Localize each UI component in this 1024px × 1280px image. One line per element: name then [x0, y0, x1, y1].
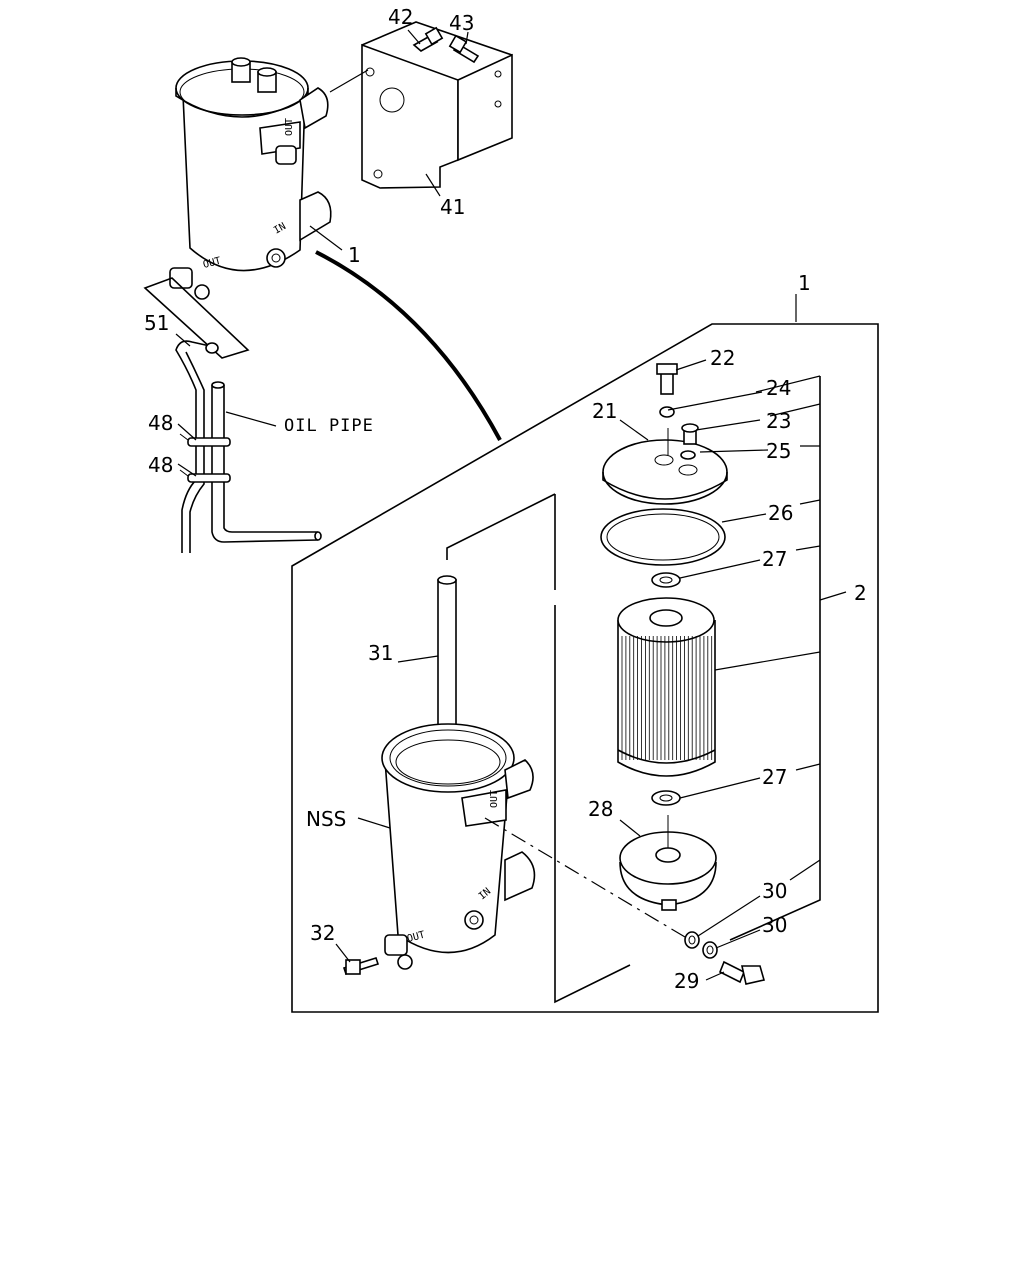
label-43: 43	[449, 11, 474, 35]
label-1-group: 1	[798, 271, 811, 295]
oil-pipe-label: OIL PIPE	[284, 416, 374, 436]
label-22: 22	[710, 346, 735, 370]
label-21: 21	[592, 399, 617, 423]
assembled-filter: OUT IN OUT	[143, 57, 332, 359]
washer-27-upper	[651, 572, 681, 588]
bottom-plate	[619, 815, 717, 911]
leader-lines	[175, 29, 847, 981]
label-25: 25	[766, 439, 791, 463]
out-label-top: OUT	[284, 118, 295, 136]
label-30-b: 30	[762, 913, 787, 937]
label-26: 26	[768, 501, 793, 525]
bolt-32	[342, 957, 380, 975]
label-29: 29	[674, 969, 699, 993]
washer-27-lower	[651, 790, 681, 806]
o-ring	[600, 508, 726, 566]
nss-label: NSS	[306, 807, 346, 831]
exploded-view-frame	[291, 323, 879, 1013]
label-30-a: 30	[762, 879, 787, 903]
out-label-housing: OUT	[489, 790, 500, 808]
label-27-upper: 27	[762, 547, 787, 571]
label-51: 51	[144, 311, 169, 335]
washer-30-a	[684, 931, 700, 949]
bolt-42	[412, 26, 444, 52]
label-28: 28	[588, 797, 613, 821]
filter-housing: OUT IN OUT	[381, 723, 536, 970]
label-41: 41	[440, 195, 465, 219]
label-24: 24	[766, 376, 791, 400]
label-48-a: 48	[148, 411, 173, 435]
label-31: 31	[368, 641, 393, 665]
label-23: 23	[766, 409, 791, 433]
in-label-top: IN	[272, 221, 288, 237]
label-42: 42	[388, 5, 413, 29]
out-label-bottom: OUT	[202, 256, 222, 271]
label-2: 2	[854, 581, 867, 605]
hose-assembly	[175, 340, 322, 553]
label-27-lower: 27	[762, 765, 787, 789]
label-48-b: 48	[148, 453, 173, 477]
drain-bolt	[718, 960, 766, 985]
label-32: 32	[310, 921, 335, 945]
label-1-top: 1	[348, 243, 361, 267]
filter-element	[617, 597, 716, 777]
cover-assembly	[602, 363, 728, 505]
out-label-housing-bottom: OUT	[406, 930, 426, 945]
reference-curve	[315, 250, 502, 441]
washer-30-b	[702, 941, 718, 959]
mounting-bracket	[329, 21, 513, 189]
bolt-43	[448, 34, 480, 64]
